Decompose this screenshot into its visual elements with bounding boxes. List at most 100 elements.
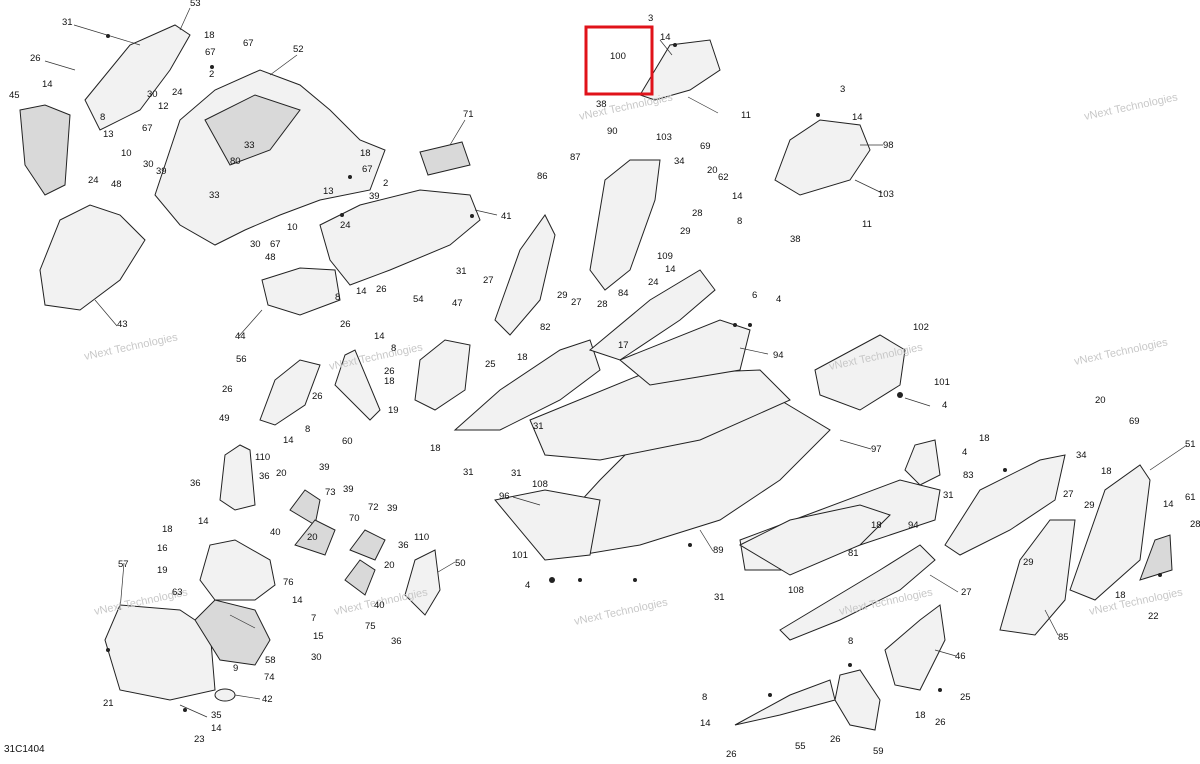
callout-number: 11 <box>741 110 751 121</box>
callout-number: 41 <box>501 211 512 222</box>
callout-number: 100 <box>610 51 626 62</box>
callout-number: 72 <box>368 502 379 513</box>
callout-number: 18 <box>360 148 371 159</box>
callout-number: 110 <box>255 452 270 463</box>
callout-number: 14 <box>374 331 385 342</box>
callout-number: 67 <box>205 47 216 58</box>
part-bracket-71 <box>419 141 471 176</box>
callout-number: 69 <box>1129 416 1140 427</box>
part-rocker-54 <box>319 189 481 286</box>
part-rocker-81 <box>779 544 936 641</box>
watermark: vNext Technologies <box>328 341 424 373</box>
callout-number: 26 <box>376 284 387 295</box>
part-cover-100 <box>639 39 721 101</box>
callout-number: 36 <box>391 636 402 647</box>
callout-number: 103 <box>878 189 894 200</box>
part-vent-75 <box>344 559 376 596</box>
part-panel-61 <box>1139 534 1173 581</box>
callout-number: 24 <box>648 277 659 288</box>
callout-number: 55 <box>795 741 806 752</box>
callout-number: 71 <box>463 109 474 120</box>
callout-number: 19 <box>157 565 168 576</box>
part-rocker-82 <box>453 339 601 431</box>
callout-number: 31 <box>943 490 954 501</box>
callout-number: 8 <box>848 636 853 647</box>
callout-number: 39 <box>369 191 380 202</box>
callout-number: 20 <box>384 560 395 571</box>
callout-number: 60 <box>342 436 353 447</box>
callout-number: 18 <box>915 710 926 721</box>
callout-number: 31 <box>456 266 467 277</box>
callout-number: 86 <box>537 171 548 182</box>
callout-number: 20 <box>276 468 287 479</box>
callout-number: 43 <box>117 319 128 330</box>
watermark: vNext Technologies <box>83 331 179 363</box>
part-vent-73 <box>289 489 321 526</box>
callout-number: 34 <box>1076 450 1087 461</box>
part-panel-86 <box>494 214 556 336</box>
callout-number: 52 <box>293 44 304 55</box>
callout-number: 69 <box>700 141 711 152</box>
callout-number: 6 <box>752 290 757 301</box>
callout-number: 26 <box>935 717 946 728</box>
callout-number: 14 <box>1163 499 1174 510</box>
callout-number: 26 <box>312 391 323 402</box>
part-door-83 <box>944 454 1066 556</box>
callout-number: 56 <box>236 354 247 365</box>
callout-number: 29 <box>557 290 568 301</box>
part-cap-42 <box>214 688 236 702</box>
callout-number: 18 <box>384 376 395 387</box>
part-panel-98 <box>774 119 871 196</box>
callout-number: 3 <box>840 84 845 95</box>
callout-number: 62 <box>718 172 729 183</box>
callout-number: 8 <box>305 424 310 435</box>
callout-number: 30 <box>147 89 158 100</box>
callout-number: 28 <box>597 299 608 310</box>
callout-number: 10 <box>287 222 298 233</box>
callout-number: 34 <box>674 156 685 167</box>
callout-number: 67 <box>362 164 373 175</box>
part-panel-60 <box>334 349 381 421</box>
callout-number: 51 <box>1185 439 1196 450</box>
callout-number: 24 <box>340 220 351 231</box>
callout-number: 30 <box>250 239 261 250</box>
callout-number: 89 <box>713 545 724 556</box>
callout-number: 26 <box>384 366 395 377</box>
callout-number: 67 <box>243 38 254 49</box>
callout-number: 13 <box>323 186 334 197</box>
callout-number: 47 <box>452 298 463 309</box>
callout-number: 8 <box>391 343 396 354</box>
callout-number: 98 <box>883 140 894 151</box>
part-floor-108 <box>738 504 891 576</box>
callout-number: 26 <box>726 749 737 759</box>
callout-number: 50 <box>455 558 466 569</box>
callout-number: 31 <box>714 592 725 603</box>
callout-number: 103 <box>656 132 672 143</box>
callout-number: 84 <box>618 288 629 299</box>
callout-number: 29 <box>1023 557 1034 568</box>
callout-number: 26 <box>830 734 841 745</box>
callout-number: 14 <box>660 32 671 43</box>
callout-number: 17 <box>618 340 629 351</box>
diagram-code: 31C1404 <box>4 744 45 755</box>
callout-number: 39 <box>387 503 398 514</box>
fasteners <box>106 34 1162 712</box>
callout-number: 38 <box>790 234 801 245</box>
callout-number: 53 <box>190 0 201 9</box>
callout-number: 109 <box>657 251 673 262</box>
callout-number: 39 <box>343 484 354 495</box>
callout-number: 8 <box>335 292 340 303</box>
callout-number: 48 <box>111 179 122 190</box>
callout-number: 12 <box>158 101 169 112</box>
callout-number: 31 <box>533 421 544 432</box>
callout-number: 82 <box>540 322 551 333</box>
part-floor-89 <box>544 399 831 556</box>
callout-number: 14 <box>665 264 676 275</box>
callout-number: 58 <box>265 655 276 666</box>
callout-number: 18 <box>1101 466 1112 477</box>
part-panel-59 <box>834 669 881 731</box>
callout-number: 30 <box>143 159 154 170</box>
part-front-hood <box>154 69 386 246</box>
callout-number: 10 <box>121 148 132 159</box>
